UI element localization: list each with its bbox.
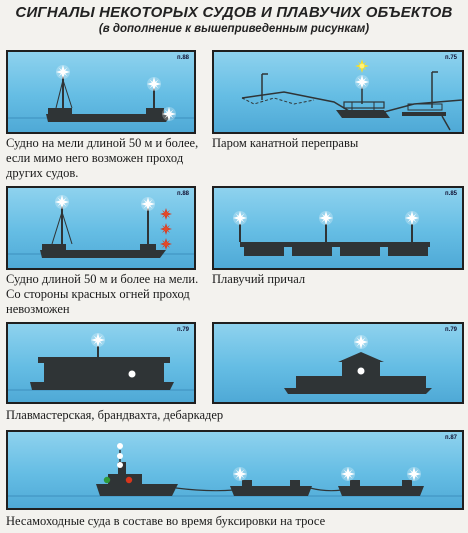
workshop-scene <box>8 333 194 391</box>
landing-stage-scene <box>284 335 432 394</box>
light-white <box>55 195 69 209</box>
caption-grounded-vessel: Судно на мели длиной 50 м и более, если … <box>6 136 199 180</box>
panel-number: п.79 <box>177 327 189 333</box>
light-white <box>319 211 333 225</box>
light-white <box>405 211 419 225</box>
light-white <box>341 467 355 481</box>
panel-floating-pier: п.85 <box>212 186 464 270</box>
light-white <box>56 65 70 79</box>
panel-towing: п.87 <box>6 430 464 510</box>
caption-cable-ferry: Паром канатной переправы <box>212 136 359 150</box>
panel-number: п.88 <box>177 191 189 197</box>
light-red <box>160 223 172 235</box>
panel-number: п.85 <box>445 191 457 197</box>
light-white <box>407 467 421 481</box>
light-white <box>162 107 176 121</box>
light-white <box>147 77 161 91</box>
grounded-red-scene <box>8 195 194 258</box>
panel-grounded-vessel: п.88 <box>6 50 196 134</box>
panel-number: п.88 <box>177 55 189 61</box>
panel-workshop: п.79 <box>6 322 196 404</box>
caption-towing: Несамоходные суда в составе во время бук… <box>6 514 326 528</box>
caption-grounded-red: Судно длиной 50 м и более на мели. Со ст… <box>6 272 199 316</box>
light-red <box>160 208 172 220</box>
cable-ferry-scene <box>241 59 462 131</box>
panel-number: п.79 <box>445 327 457 333</box>
light-yellow <box>355 59 369 73</box>
light-white <box>354 335 368 349</box>
panel-number: п.87 <box>445 435 457 441</box>
panel-cable-ferry: п.75 <box>212 50 464 134</box>
light-white <box>355 75 369 89</box>
caption-floating-pier: Плавучий причал <box>212 272 306 286</box>
light-white <box>141 197 155 211</box>
light-white <box>233 467 247 481</box>
page-title: СИГНАЛЫ НЕКОТОРЫХ СУДОВ И ПЛАВУЧИХ ОБЪЕК… <box>15 4 453 21</box>
towing-scene <box>8 443 462 497</box>
grounded-vessel-scene <box>8 65 194 122</box>
floating-pier-scene <box>233 211 430 256</box>
light-white <box>233 211 247 225</box>
panel-landing-stage: п.79 <box>212 322 464 404</box>
panel-number: п.75 <box>445 55 457 61</box>
page-subtitle: (в дополнение к вышеприведенным рисункам… <box>98 23 370 35</box>
caption-workshop: Плавмастерская, брандвахта, дебаркадер <box>6 408 224 422</box>
panel-grounded-red: п.88 <box>6 186 196 270</box>
light-white <box>91 333 105 347</box>
light-red <box>160 238 172 250</box>
